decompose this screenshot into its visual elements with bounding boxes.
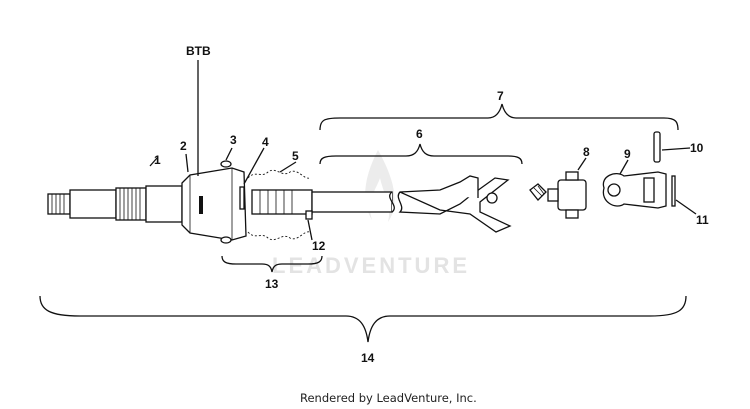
callout-4: 4 [262, 135, 269, 149]
bracket-13 [221, 255, 323, 273]
callout-2: 2 [180, 139, 187, 153]
part-11-retaining-ring[interactable] [671, 175, 676, 207]
callout-9: 9 [624, 147, 631, 161]
part-5-boot[interactable] [247, 169, 311, 241]
part-12-set-screw[interactable] [305, 210, 313, 220]
part-4-circlip[interactable] [239, 186, 245, 210]
callout-13: 13 [265, 277, 279, 291]
callout-3: 3 [230, 133, 237, 147]
callout-11: 11 [696, 213, 709, 227]
part-1-axle-stub[interactable] [47, 185, 183, 223]
watermark-text: LEADVENTURE [272, 253, 470, 278]
callout-7: 7 [497, 89, 504, 103]
part-9-yoke-end[interactable] [602, 171, 667, 209]
part-7-yoke-tube[interactable] [397, 175, 512, 233]
part-6-inner-shaft[interactable] [251, 189, 395, 215]
part-8-universal-joint[interactable] [529, 171, 587, 219]
callout-5: 5 [292, 149, 299, 163]
part-10-pin[interactable] [653, 131, 661, 163]
part-2-cv-joint-housing[interactable] [181, 167, 247, 241]
callout-6: 6 [416, 127, 423, 141]
callout-1: 1 [154, 153, 161, 167]
bracket-14 [39, 295, 687, 343]
callout-8: 8 [583, 145, 590, 159]
callout-14: 14 [361, 351, 375, 365]
bracket-6 [319, 143, 523, 165]
callout-12: 12 [312, 239, 326, 253]
bracket-7 [319, 103, 679, 131]
callout-btb: BTB [186, 44, 211, 58]
callout-leaders [149, 147, 697, 241]
rendered-by-footer: Rendered by LeadVenture, Inc. [300, 391, 477, 405]
part-3-clip[interactable] [220, 160, 232, 244]
callout-10: 10 [690, 141, 704, 155]
leadventure-watermark: LEADVENTURE [272, 150, 470, 278]
